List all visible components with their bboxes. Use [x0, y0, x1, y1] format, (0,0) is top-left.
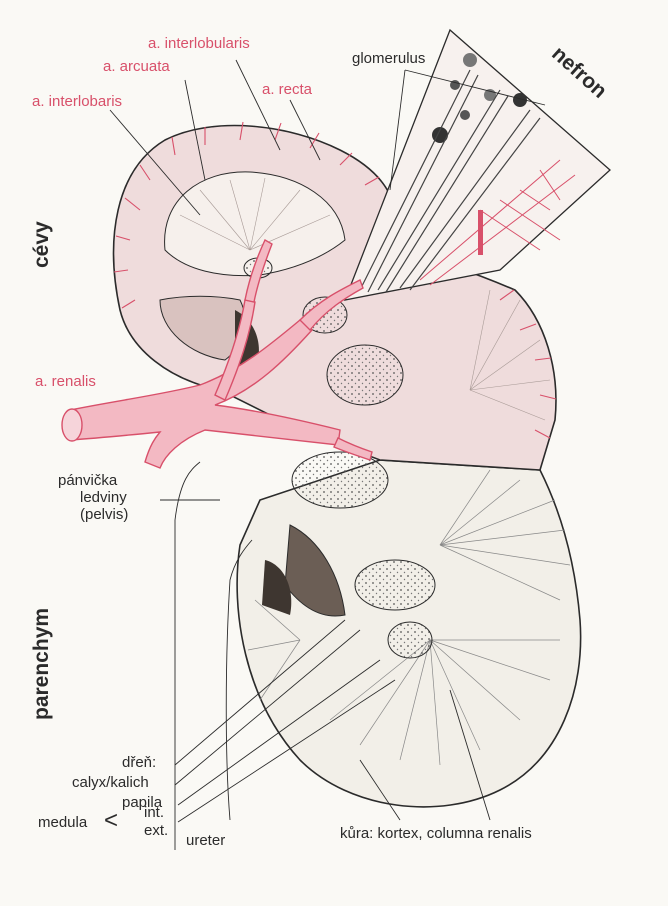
label-ledviny: ledviny [80, 490, 127, 506]
label-a-recta: a. recta [262, 82, 312, 98]
label-parenchym: parenchym [34, 608, 50, 720]
label-kura: kůra: kortex, columna renalis [340, 826, 532, 842]
label-pelvis: (pelvis) [80, 507, 128, 523]
label-a-arcuata: a. arcuata [103, 59, 170, 75]
lower-kidney [237, 452, 581, 807]
label-glomerulus: glomerulus [352, 51, 425, 67]
medula-bracket: < [104, 808, 118, 834]
label-panvicka: pánvička [58, 473, 117, 489]
label-ureter: ureter [186, 833, 225, 849]
label-dren: dřeň: [122, 755, 156, 771]
label-ext: ext. [144, 823, 168, 839]
label-int: int. [144, 805, 164, 821]
label-cevy: cévy [34, 221, 50, 268]
label-medula: medula [38, 815, 87, 831]
label-a-renalis: a. renalis [35, 374, 96, 390]
label-calyx: calyx/kalich [72, 775, 149, 791]
label-a-interlobularis: a. interlobularis [148, 36, 250, 52]
label-a-interlobaris: a. interlobaris [32, 94, 122, 110]
